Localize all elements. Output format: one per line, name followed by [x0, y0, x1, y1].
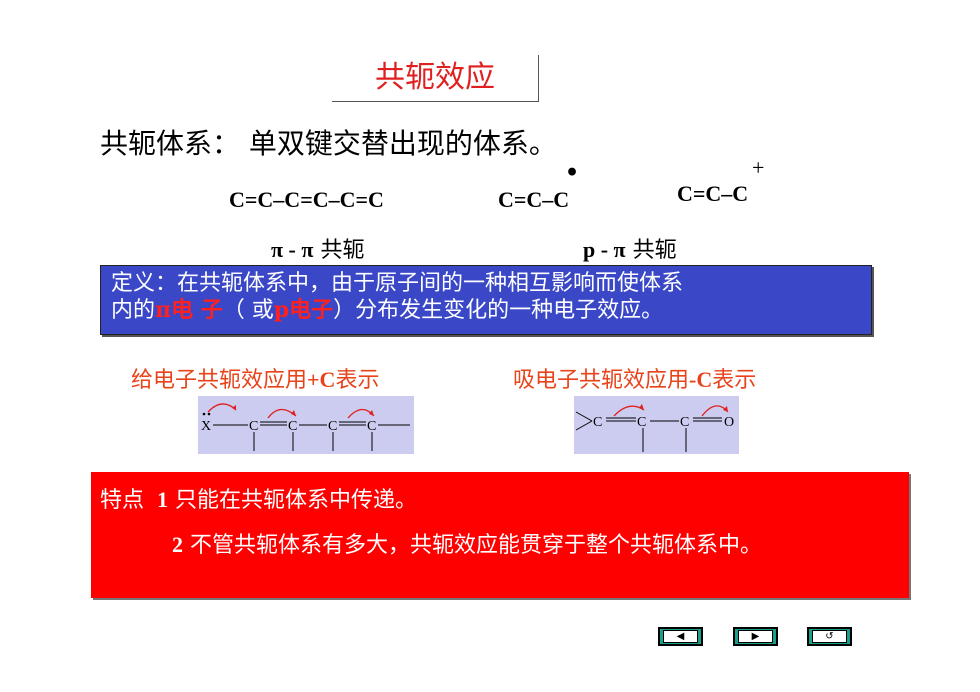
feature-text-2: 不管共轭体系有多大，共轭效应能贯穿于整个共轭体系中。 — [190, 533, 763, 558]
atom-c4: C — [367, 419, 376, 434]
definition-text: （ 或 — [222, 298, 274, 323]
return-button[interactable]: ↺ — [807, 627, 852, 646]
pi-pi-text: 共轭 — [320, 238, 365, 263]
subtitle: 共轭体系： 单双键交替出现的体系。 — [100, 127, 557, 160]
radical-dot-icon: • — [565, 160, 580, 186]
acceptor-heading-suffix: 表示 — [712, 368, 757, 393]
cation-plus-icon: + — [752, 155, 765, 180]
pi-pi-symbol: π - π — [271, 237, 314, 262]
definition-text: ）分布发生变化的一种电子效应。 — [333, 298, 664, 323]
donor-heading-text: 给电子共轭效应用 — [131, 368, 308, 393]
donor-conjugation-diagram: X C C C C — [198, 396, 414, 454]
atom-c3: C — [328, 419, 337, 434]
pi-pi-conjugation-label: π - π 共轭 — [271, 232, 364, 264]
formula-cation: C=C–C — [677, 181, 749, 206]
next-arrow-icon: ▶ — [738, 630, 773, 643]
atom-c1: C — [249, 419, 258, 434]
atom-c1: C — [593, 415, 602, 430]
p-pi-text: 共轭 — [632, 238, 677, 263]
acceptor-heading-text: 吸电子共轭效应用 — [513, 368, 690, 393]
features-label: 特点 — [100, 488, 145, 513]
feature-text-1: 只能在共轭体系中传递。 — [175, 488, 418, 513]
acceptor-sign: -C — [689, 367, 713, 392]
feature-number-1: 1 — [157, 487, 169, 512]
atom-c3: C — [680, 415, 689, 430]
pi-electron-term: π电 子 — [155, 297, 223, 323]
p-pi-conjugation-label: p - π 共轭 — [583, 232, 677, 264]
p-pi-symbol: p - π — [583, 237, 626, 262]
acceptor-conjugation-diagram: C C C O — [574, 396, 739, 454]
acceptor-structure-svg: C C C O — [575, 404, 734, 452]
next-button[interactable]: ▶ — [733, 627, 778, 646]
formula-radical: C=C–C — [498, 187, 570, 212]
atom-c2: C — [288, 419, 297, 434]
donor-sign: +C — [307, 367, 336, 392]
donor-heading-suffix: 表示 — [335, 368, 380, 393]
definition-line-1: 定义：在共轭体系中，由于原子间的一种相互影响而使体系 — [111, 271, 684, 296]
return-icon: ↺ — [812, 630, 847, 643]
prev-arrow-icon: ◀ — [663, 630, 698, 643]
atom-c2: C — [637, 415, 646, 430]
formula-conjugated-triene: C=C–C=C–C=C — [229, 187, 384, 212]
features-box: 特点 1 只能在共轭体系中传递。 2 不管共轭体系有多大，共轭效应能贯穿于整个共… — [91, 472, 909, 598]
definition-box: 定义：在共轭体系中，由于原子间的一种相互影响而使体系 内的π电 子（ 或p电子）… — [100, 265, 872, 335]
acceptor-heading: 吸电子共轭效应用-C表示 — [513, 362, 756, 394]
feature-item-1: 特点 1 只能在共轭体系中传递。 — [100, 482, 417, 514]
feature-number-2: 2 — [172, 532, 183, 557]
feature-item-2: 2 不管共轭体系有多大，共轭效应能贯穿于整个共轭体系中。 — [172, 527, 762, 559]
page-title: 共轭效应 — [332, 55, 539, 102]
definition-line-2: 内的π电 子（ 或p电子）分布发生变化的一种电子效应。 — [111, 297, 871, 324]
atom-o: O — [724, 415, 734, 430]
donor-structure-svg: X C C C C — [201, 403, 410, 451]
atom-x: X — [201, 419, 211, 434]
prev-button[interactable]: ◀ — [658, 627, 703, 646]
definition-text: 内的 — [111, 298, 156, 323]
donor-heading: 给电子共轭效应用+C表示 — [131, 362, 379, 394]
p-electron-term: p电子 — [273, 297, 334, 323]
